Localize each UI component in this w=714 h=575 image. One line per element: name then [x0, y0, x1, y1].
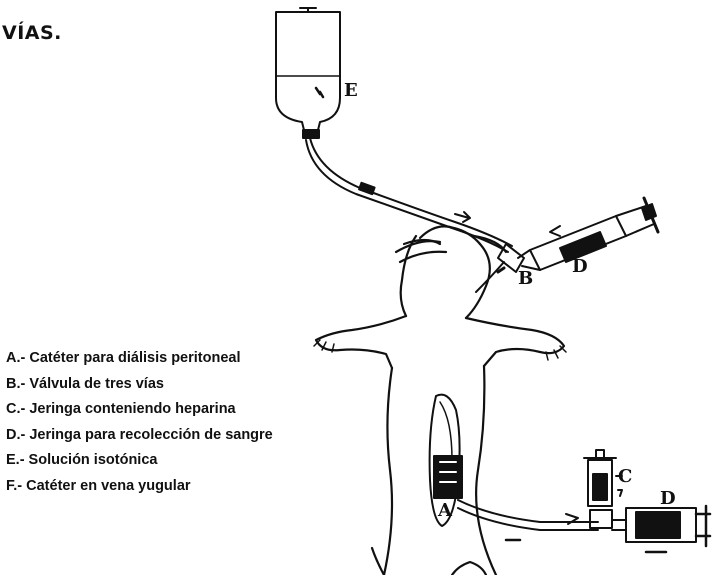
syringe-top [517, 196, 660, 271]
three-way-valve-top [475, 243, 525, 293]
valve-and-heparin-syringe [583, 449, 623, 529]
legend-item-a: A.- Catéter para diálisis peritoneal [6, 350, 241, 366]
callout-d-top: D [572, 256, 588, 277]
legend-item-d: D.- Jeringa para recolección de sangre [6, 426, 273, 443]
syringe-bottom [611, 504, 712, 554]
callout-c: C [618, 466, 632, 487]
callout-a: A [437, 500, 453, 521]
legend-item-f: F.- Catéter en vena yugular [6, 477, 191, 494]
callout-e: E [344, 80, 358, 101]
bottom-tubing [457, 499, 599, 542]
iv-bottle [275, 7, 341, 139]
callout-b: B [518, 268, 533, 289]
iv-line [305, 137, 513, 253]
legend-item-b: B.- Válvula de tres vías [6, 375, 164, 392]
legend-list: A.- Catéter para diálisis peritoneal B.-… [6, 346, 273, 500]
callout-d-bottom: D [660, 488, 676, 509]
abdominal-catheter [428, 393, 463, 527]
rat-body [313, 225, 567, 575]
legend-item-c: C.- Jeringa conteniendo heparina [6, 401, 236, 418]
section-heading: VÍAS. [2, 22, 62, 44]
legend-item-e: E.- Solución isotónica [6, 452, 158, 469]
